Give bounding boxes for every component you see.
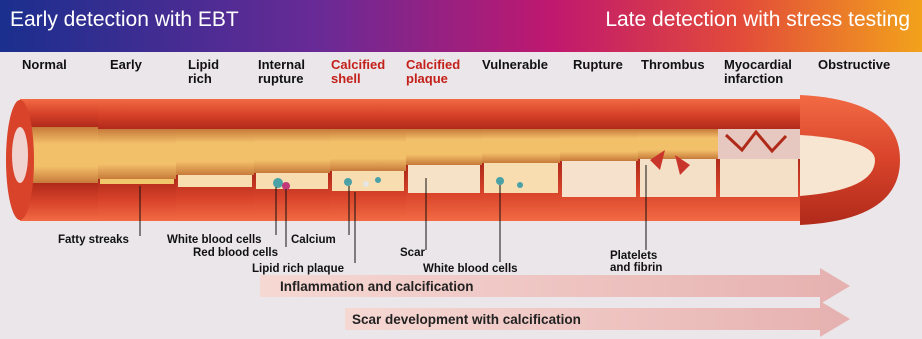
artery-segment-thrombus [638,99,718,221]
annotation-lipid-rich-plaque: Lipid rich plaque [252,263,344,275]
artery-segment-lipid-rich [176,99,254,221]
artery-segment-obstructive [800,95,900,225]
annotation-white-blood-cells-2: White blood cells [423,263,518,275]
artery-segment-normal [6,99,98,221]
annotation-red-blood-cells: Red blood cells [193,247,278,259]
artery-segment-vulnerable [482,99,560,221]
annotation-calcium: Calcium [291,234,336,246]
annotation-white-blood-cells: White blood cells [167,234,262,246]
arrow-text-inflammation: Inflammation and calcification [280,279,474,294]
artery-segment-myocardial-infarction [718,99,800,221]
annotation-scar: Scar [400,247,425,259]
artery-segment-calcified-shell [330,99,406,221]
annotation-fatty-streaks: Fatty streaks [58,234,129,246]
artery-segment-calcified-plaque [406,99,482,221]
artery-segment-early [98,99,176,221]
artery-segment-internal-rupture [254,99,330,221]
arrow-text-scar-development: Scar development with calcification [352,312,581,327]
artery-segment-rupture [560,99,638,221]
